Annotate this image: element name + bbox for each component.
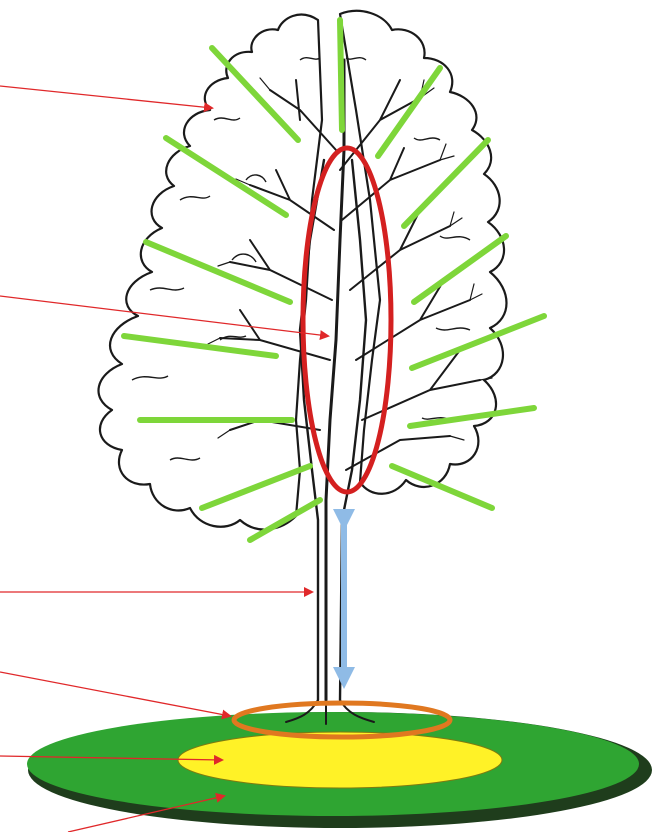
callout-crown [0, 86, 212, 108]
ground-zones [27, 712, 652, 828]
inner-zone [178, 732, 502, 788]
callout-collar [0, 672, 230, 716]
foliage-mass-left [99, 15, 322, 530]
branch-marker [340, 20, 342, 130]
